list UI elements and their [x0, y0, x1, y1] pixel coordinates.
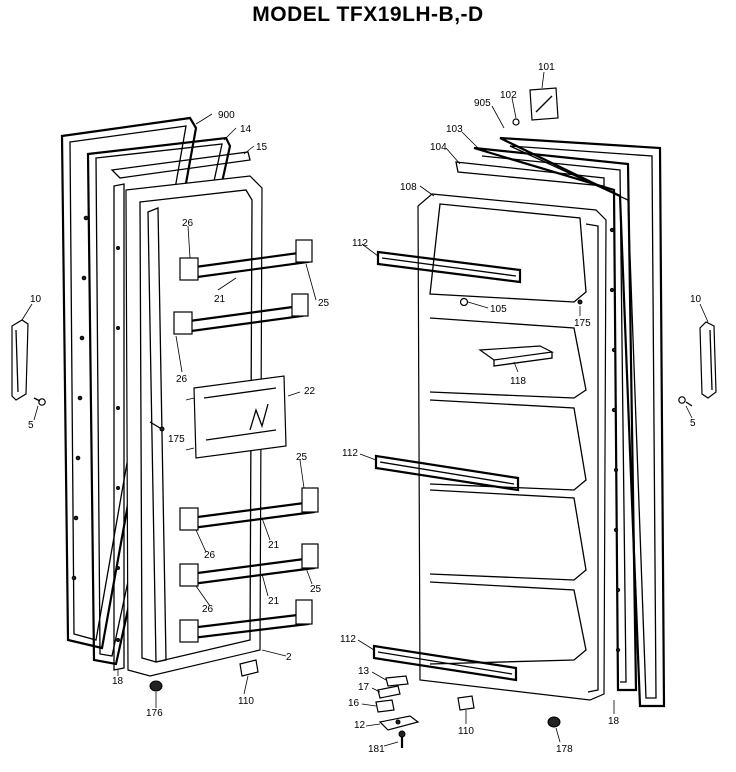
callout-101: 101	[538, 62, 555, 73]
hinge-bushing-16	[375, 699, 395, 713]
callout-905: 905	[474, 98, 491, 109]
right-handle-screw	[678, 396, 693, 407]
callout-22: 22	[304, 386, 316, 397]
callout-175-b: 175	[574, 318, 591, 329]
left-breaker-strip-top	[110, 151, 251, 179]
callout-102: 102	[500, 90, 517, 101]
left-leader-lines	[21, 113, 317, 708]
right-door-handle	[699, 321, 717, 399]
right-bottom-bushing-178	[547, 716, 561, 728]
callout-104: 104	[430, 142, 447, 153]
callout-5-b: 5	[690, 418, 696, 429]
callout-26-b: 26	[176, 374, 188, 385]
right-liner-plug-105	[459, 297, 469, 307]
left-callouts: 900 14 15 26 21 25 26 22 175 25 26 21 26…	[28, 110, 330, 719]
callout-17: 17	[358, 682, 370, 693]
callout-10-a: 10	[30, 294, 42, 305]
callout-900: 900	[218, 110, 235, 121]
callout-26-a: 26	[182, 218, 194, 229]
hinge-spacer-17	[377, 685, 401, 699]
callout-112-a: 112	[352, 238, 368, 249]
right-callouts: 101 102 905 103 104 108 112 105 175 118 …	[340, 62, 702, 755]
callout-118: 118	[510, 376, 526, 387]
callout-25-c: 25	[310, 584, 322, 595]
callout-105: 105	[490, 304, 507, 315]
callout-18-b: 18	[608, 716, 620, 727]
left-door-assembly	[11, 116, 319, 692]
left-shelf-bar-1	[179, 239, 313, 281]
right-shelf-bar-1	[376, 250, 522, 284]
left-shelf-bar-3	[179, 487, 319, 531]
right-shelf-bar-3	[372, 644, 518, 682]
callout-181: 181	[368, 744, 385, 755]
right-door-screw-holes	[577, 227, 621, 653]
left-bottom-bushing-176	[149, 680, 163, 692]
callout-26-c: 26	[204, 550, 216, 561]
callout-14: 14	[240, 124, 252, 135]
callout-10-b: 10	[690, 294, 702, 305]
right-breaker-strip-top	[455, 161, 605, 187]
callout-110-a: 110	[238, 696, 254, 707]
left-door-screw-holes	[71, 215, 120, 642]
callout-12: 12	[354, 720, 366, 731]
callout-16: 16	[348, 698, 360, 709]
right-door-gasket	[473, 146, 638, 692]
callout-25-a: 25	[318, 298, 330, 309]
callout-112-b: 112	[342, 448, 358, 459]
callout-108: 108	[400, 182, 417, 193]
callout-21-b: 21	[268, 540, 280, 551]
callout-176: 176	[146, 708, 163, 719]
callout-175-a: 175	[168, 434, 185, 445]
left-handle-screw	[33, 397, 46, 406]
right-shelf-bar-2	[374, 454, 520, 492]
right-leader-lines	[357, 71, 709, 747]
left-shelf-bar-2	[173, 293, 309, 335]
diagram-title: MODEL TFX19LH-B,-D	[252, 3, 484, 26]
left-door-label-card	[185, 375, 287, 459]
left-door-stop-110	[239, 659, 259, 677]
callout-26-d: 26	[202, 604, 214, 615]
callout-13: 13	[358, 666, 370, 677]
left-door-handle	[11, 319, 29, 401]
callout-112-c: 112	[340, 634, 356, 645]
right-door-dairy-compartment	[478, 345, 555, 367]
callout-21-c: 21	[268, 596, 280, 607]
callout-15: 15	[256, 142, 268, 153]
callout-5-a: 5	[28, 420, 34, 431]
hinge-pin-bracket-13	[385, 675, 409, 687]
callout-103: 103	[446, 124, 463, 135]
bottom-hinge-hardware	[375, 675, 420, 748]
left-shelf-bar-4	[179, 543, 319, 587]
left-shelf-bar-5	[179, 599, 313, 643]
callout-178: 178	[556, 744, 573, 755]
right-hinge-screw-102	[512, 118, 520, 126]
left-liner-screw-175	[149, 421, 165, 432]
right-top-hinge	[529, 87, 559, 121]
callout-110-b: 110	[458, 726, 474, 737]
callout-21-a: 21	[214, 294, 226, 305]
right-door-assembly	[372, 87, 717, 748]
callout-25-b: 25	[296, 452, 308, 463]
callout-2: 2	[286, 652, 292, 663]
right-door-stop-110	[457, 695, 475, 711]
callout-18-a: 18	[112, 676, 124, 687]
